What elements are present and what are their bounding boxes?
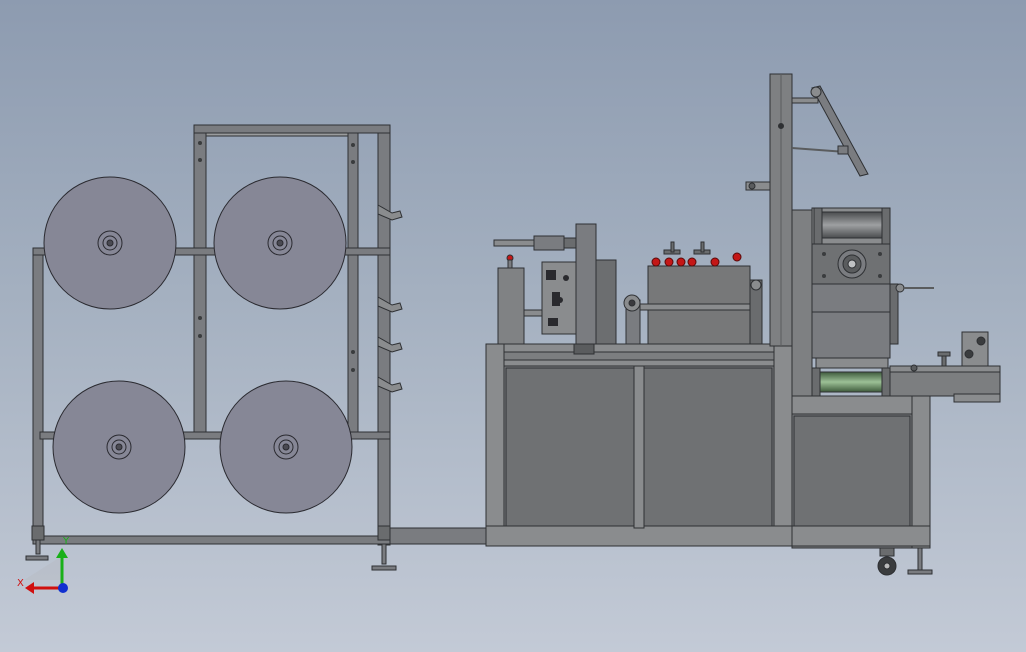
- red-knob[interactable]: [676, 257, 686, 267]
- stand-center-post: [193, 124, 207, 436]
- stand-left-post: [32, 249, 44, 541]
- ear-loop-unit: [493, 223, 641, 355]
- red-knob[interactable]: [651, 257, 661, 267]
- pressing-station: [791, 207, 934, 397]
- folding-tower: [745, 73, 869, 347]
- stand-right-post: [377, 124, 391, 546]
- stand-connector-beam: [389, 527, 489, 545]
- stand-inner-post: [347, 131, 359, 433]
- main-cabinet: [485, 343, 793, 547]
- clamp-handles: [377, 204, 403, 393]
- right-cabinet: [791, 395, 933, 576]
- stand-feet: [25, 525, 397, 571]
- cabinet-door-left[interactable]: [505, 367, 635, 527]
- welding-column: [575, 223, 597, 345]
- control-box: [639, 241, 763, 345]
- z-axis-marker: [58, 583, 68, 593]
- cabinet-door-right[interactable]: [643, 367, 773, 527]
- y-axis-label: Y: [62, 536, 70, 547]
- stand-top-beam: [193, 124, 391, 134]
- caster-wheel: [877, 547, 933, 576]
- green-roller: [819, 371, 883, 393]
- output-conveyor: [889, 331, 1001, 403]
- red-knob[interactable]: [664, 257, 674, 267]
- ultrasonic-horn: [493, 239, 535, 247]
- reel-stand: [25, 124, 489, 571]
- right-cabinet-door[interactable]: [793, 415, 911, 527]
- reel-bottom-right: [219, 380, 353, 514]
- material-reels: [43, 176, 353, 514]
- guide-arm: [811, 85, 869, 177]
- stand-lower-beam: [39, 431, 391, 440]
- red-knob[interactable]: [710, 257, 720, 267]
- reel-top-right: [213, 176, 347, 310]
- red-knob[interactable]: [687, 257, 697, 267]
- x-axis-label: X: [17, 578, 24, 589]
- top-roller: [821, 211, 883, 239]
- stand-upper-beam: [32, 247, 391, 256]
- reel-bottom-left: [52, 380, 186, 514]
- red-knob[interactable]: [732, 252, 742, 262]
- axis-triad: X Y: [17, 536, 70, 594]
- reel-top-left: [43, 176, 177, 310]
- lever-handles: [663, 241, 711, 255]
- red-knobs: [651, 252, 742, 267]
- conveyor-guide-block: [961, 331, 989, 367]
